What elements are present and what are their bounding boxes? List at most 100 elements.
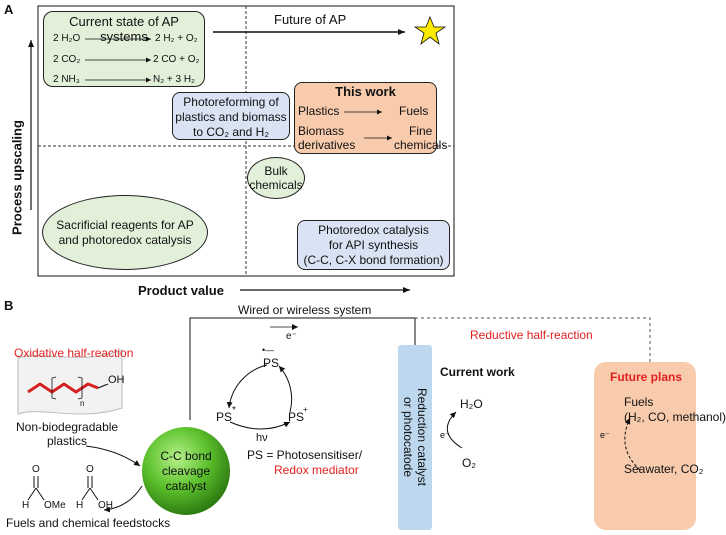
mol2-oh: OH [98,500,113,511]
plastics-line2: plastics [46,434,87,448]
api-line2: for API synthesis [328,238,419,252]
this-work-arrows [344,109,392,141]
tw-biomass-line1: Biomass [298,124,345,138]
ps-top-radical: •— [262,345,275,355]
photoreforming-line2: plastics and biomass [175,110,287,124]
ps-right-plus: + [303,405,308,414]
catalyst-to-feedstock-arrow [103,485,143,513]
current-state-title: Current state of AP systems [69,14,179,44]
formic-acid-molecule [81,476,99,501]
mol1-ome: OMe [44,500,66,511]
tw-fuels: Fuels [399,104,429,118]
polymer-bracket-r [77,376,83,400]
polymer-chain-black [97,383,109,389]
cc-catalyst-label: C-C bond cleavage catalyst [144,449,228,494]
current-work-label: Current work [440,365,515,379]
this-work-box: This work [294,82,437,154]
future-plans-box [594,362,696,530]
ps-right: PS [288,410,305,424]
panel-b-label: B [4,298,14,313]
polymer-chain [27,382,99,394]
polymer-bracket-l [51,376,57,400]
plastic-sheet [17,349,123,415]
ps-cycle-arc-right [278,365,293,413]
this-work-title: This work [335,84,396,99]
tw-plastics: Plastics [298,104,340,118]
ps-left: PS [216,410,233,424]
cc-line1: C-C bond [160,449,212,463]
oxidative-label: Oxidative half-reaction [14,346,134,360]
bulk-chemicals-ellipse: Bulk chemicals [247,157,305,199]
plastics-line1: Non-biodegradable [16,420,119,434]
mol2-o: O [86,464,94,475]
x-axis-label: Product value [138,283,224,298]
reductive-line [415,317,651,362]
o2-label: O₂ [462,456,476,470]
panel-a-label: A [4,2,14,17]
panel-b-graphics [17,317,696,530]
cs-row2-right: 2 CO + O₂ [153,54,200,65]
api-box: Photoredox catalysis for API synthesis (… [297,220,450,270]
h2o-label: H₂O [460,397,483,411]
mol1-o: O [32,464,40,475]
cc-catalyst-sphere [142,427,230,515]
o2-to-h2o-arrow [446,411,463,449]
reduction-line2: or photocatode [401,396,415,478]
future-fuels-line1: Fuels [624,395,654,409]
tw-fine-line1: Fine [409,124,433,138]
cs-row3-left: 2 NH₃ [53,74,80,85]
mol2-h: H [76,500,84,511]
seawater-to-fuels-arrow [624,417,641,471]
cs-row3-right: N₂ + 3 H₂ [153,74,195,85]
sacrificial-line1: Sacrificial reagents for AP [56,217,194,232]
star-icon [413,15,447,46]
photoreforming-box: Photoreforming of plastics and biomass t… [172,92,290,140]
bulk-line1: Bulk [264,164,288,178]
ps-left-star: * [232,405,236,416]
feedstocks-label: Fuels and chemical feedstocks [6,516,171,530]
oh-label: OH [108,374,125,386]
ps-cycle-arc-bottom [229,421,291,430]
future-fuels-line2: (H₂, CO, methanol) [624,410,726,424]
ps-cycle-arc-left [226,364,268,409]
photoreforming-line1: Photoreforming of [183,95,279,109]
current-state-arrows [85,36,151,83]
bulk-line2: chemicals [249,178,303,192]
methyl-formate-molecule [27,476,45,501]
reduction-catalyst-column [398,345,432,530]
sacrificial-line2: and photoredox catalysis [58,232,192,247]
ps-def-black: PS = Photosensitiser/ [247,448,363,462]
future-plans-title: Future plans [610,370,683,384]
cs-row1-left: 2 H₂O [53,33,81,44]
cs-row2-left: 2 CO₂ [53,54,81,65]
reduction-line1: Reduction catalyst [415,387,429,487]
photoreforming-line3: to CO₂ and H₂ [192,125,269,139]
reductive-label: Reductive half-reaction [470,328,593,342]
future-label: Future of AP [274,12,347,27]
tw-fine-line2: chemicals [394,138,448,152]
ps-def-red: Redox mediator [274,463,359,477]
mol1-h: H [22,500,30,511]
sacrificial-ellipse: Sacrificial reagents for AP and photored… [42,195,208,270]
api-line3: (C-C, C-X bond formation) [303,253,444,267]
wired-line [189,317,416,420]
cc-line3: catalyst [165,479,207,493]
future-fuels: Fuels (H₂, CO, methanol) [624,395,726,425]
reduction-catalyst-label: Reduction catalyst or photocatode [401,388,429,486]
plastics-to-catalyst-arrow [85,445,141,467]
n-label: n [80,399,85,408]
wired-label: Wired or wireless system [238,303,372,317]
cs-row1-right: 2 H₂ + O₂ [155,33,198,44]
seawater-label: Seawater, CO₂ [624,462,704,476]
electron-label: e⁻ [286,331,297,342]
hv-label: hν [256,432,268,444]
tw-fine: Fine chemicals [394,124,447,152]
cc-line2: cleavage [161,464,211,478]
api-line1: Photoredox catalysis [318,223,429,237]
e-minus-reduction: e⁻ [440,430,450,440]
tw-biomass: Biomass derivatives [298,124,355,152]
e-minus-future: e⁻ [600,430,610,440]
tw-biomass-line2: derivatives [298,138,356,152]
ps-top: PS [263,356,280,370]
current-state-box: Current state of AP systems [43,11,205,87]
